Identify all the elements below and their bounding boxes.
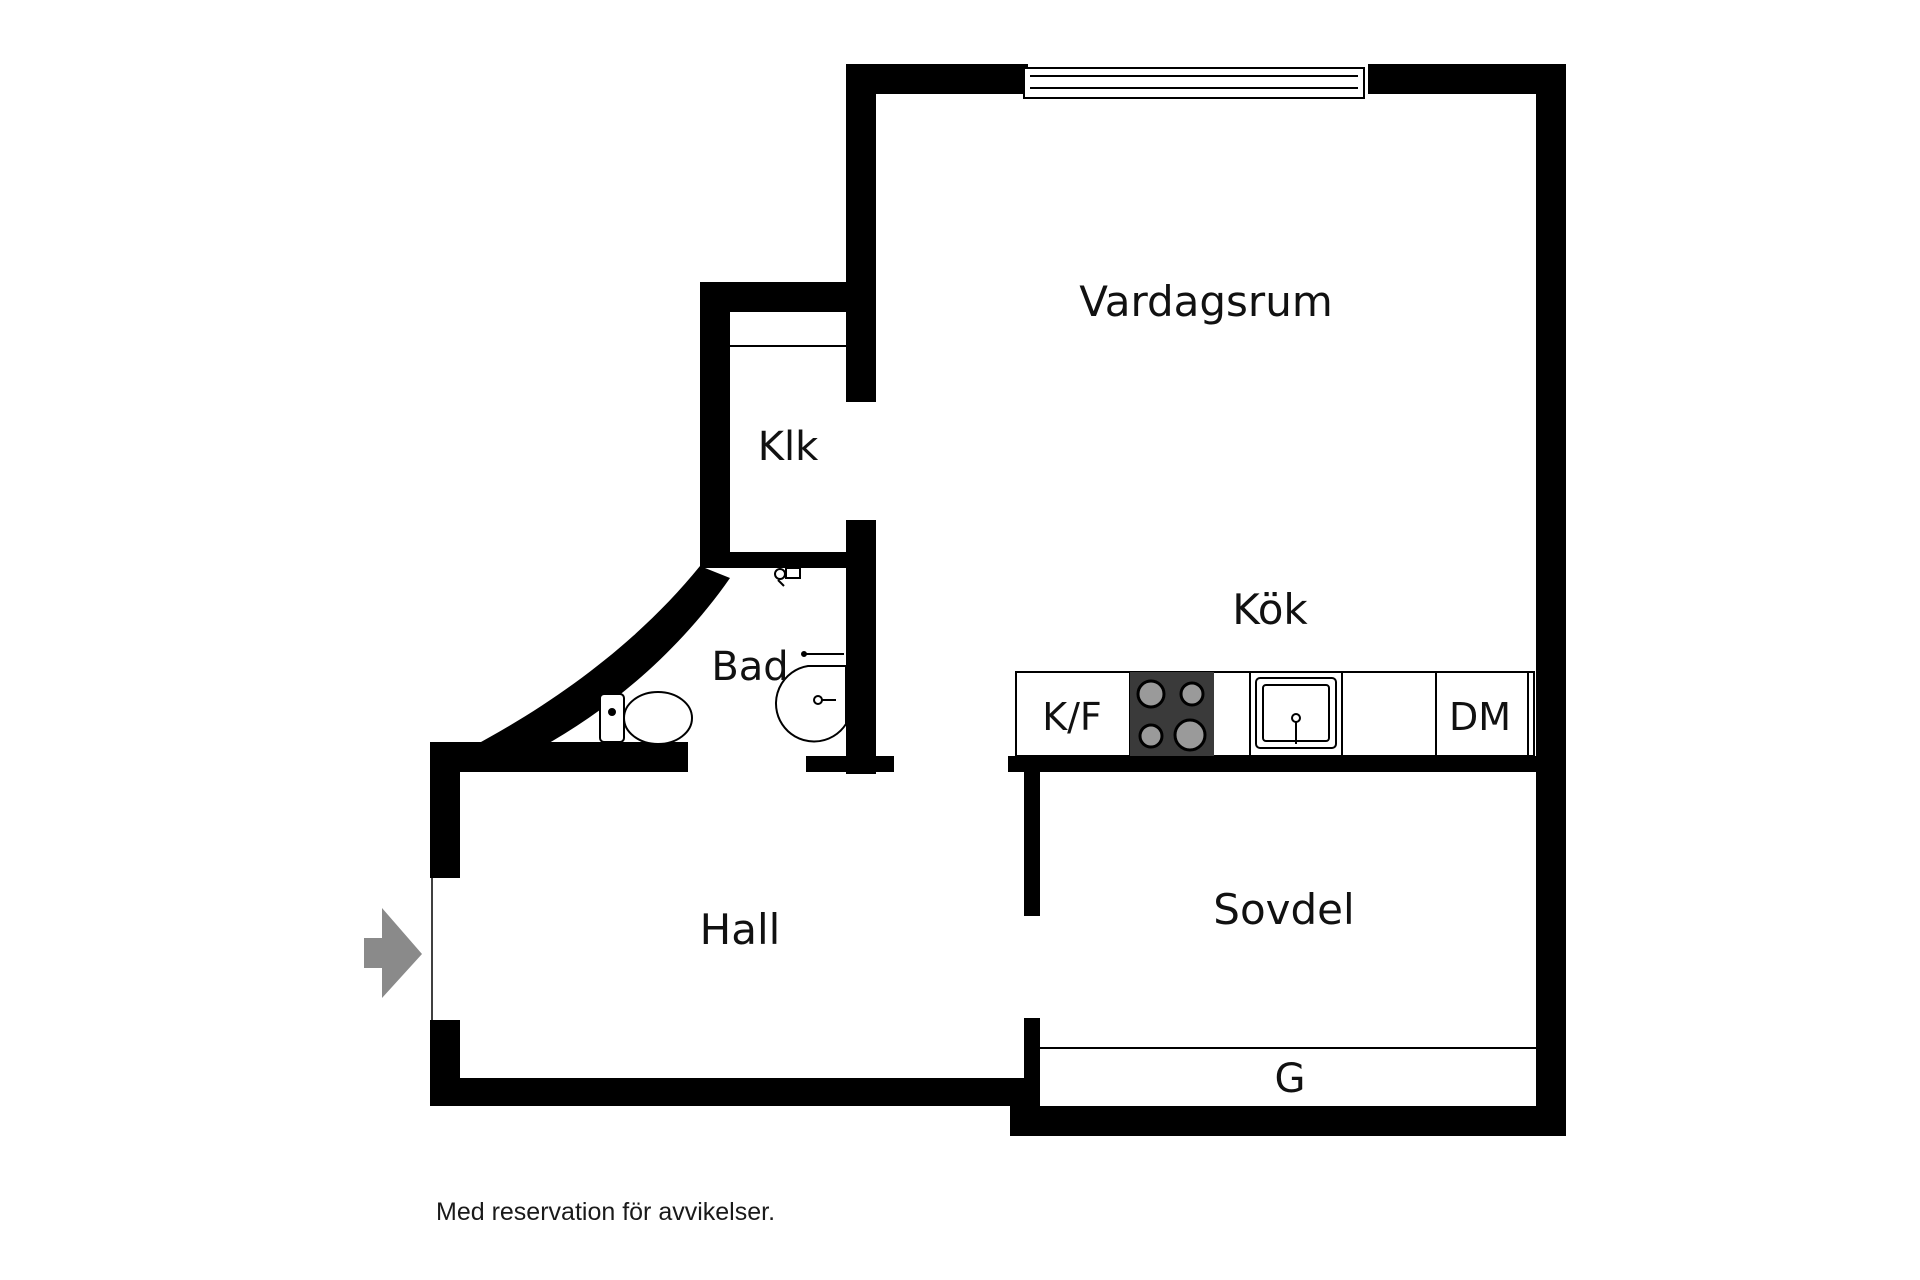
shower-icon (774, 567, 801, 587)
wall-bath-bottom-right (806, 756, 894, 772)
room-label-hall: Hall (700, 905, 781, 954)
wall-top-left (846, 64, 1028, 94)
wall-sovdel-left-upper (1024, 756, 1040, 916)
wall-living-left-lower (846, 520, 876, 774)
room-label-sleep: Sovdel (1213, 885, 1354, 934)
entrance-arrow-icon (364, 908, 422, 998)
walls (430, 64, 1566, 1136)
room-label-living: Vardagsrum (1079, 277, 1332, 326)
wall-living-left-upper (846, 64, 876, 402)
towel-rail (801, 651, 844, 657)
wall-hall-bottom (430, 1078, 1026, 1106)
wall-bath-bottom-left (430, 742, 688, 772)
room-label-bath: Bad (711, 644, 788, 690)
room-label-wardrobe: G (1275, 1056, 1306, 1102)
wall-kitchen-divider (1008, 756, 1566, 772)
wall-hall-left-upper (430, 742, 460, 878)
wall-closet-left (700, 282, 730, 568)
wall-bath-curve (470, 566, 730, 748)
toilet-icon (599, 691, 693, 745)
disclaimer-note: Med reservation för avvikelser. (436, 1198, 776, 1226)
wall-right (1536, 64, 1566, 1136)
wall-top-right (1368, 64, 1566, 94)
appliance-label-fridge: K/F (1042, 695, 1102, 739)
window-icon (1023, 67, 1365, 99)
room-label-closet: Klk (758, 424, 819, 470)
kitchen-sink-icon (1255, 677, 1337, 749)
stove-icon (1130, 672, 1214, 756)
wall-closet-bath-divider (730, 552, 846, 568)
washbasin-icon (775, 665, 847, 743)
appliance-label-dishwasher: DM (1449, 695, 1511, 739)
room-label-kitchen: Kök (1232, 585, 1308, 634)
wall-sovdel-bottom (1010, 1106, 1566, 1136)
